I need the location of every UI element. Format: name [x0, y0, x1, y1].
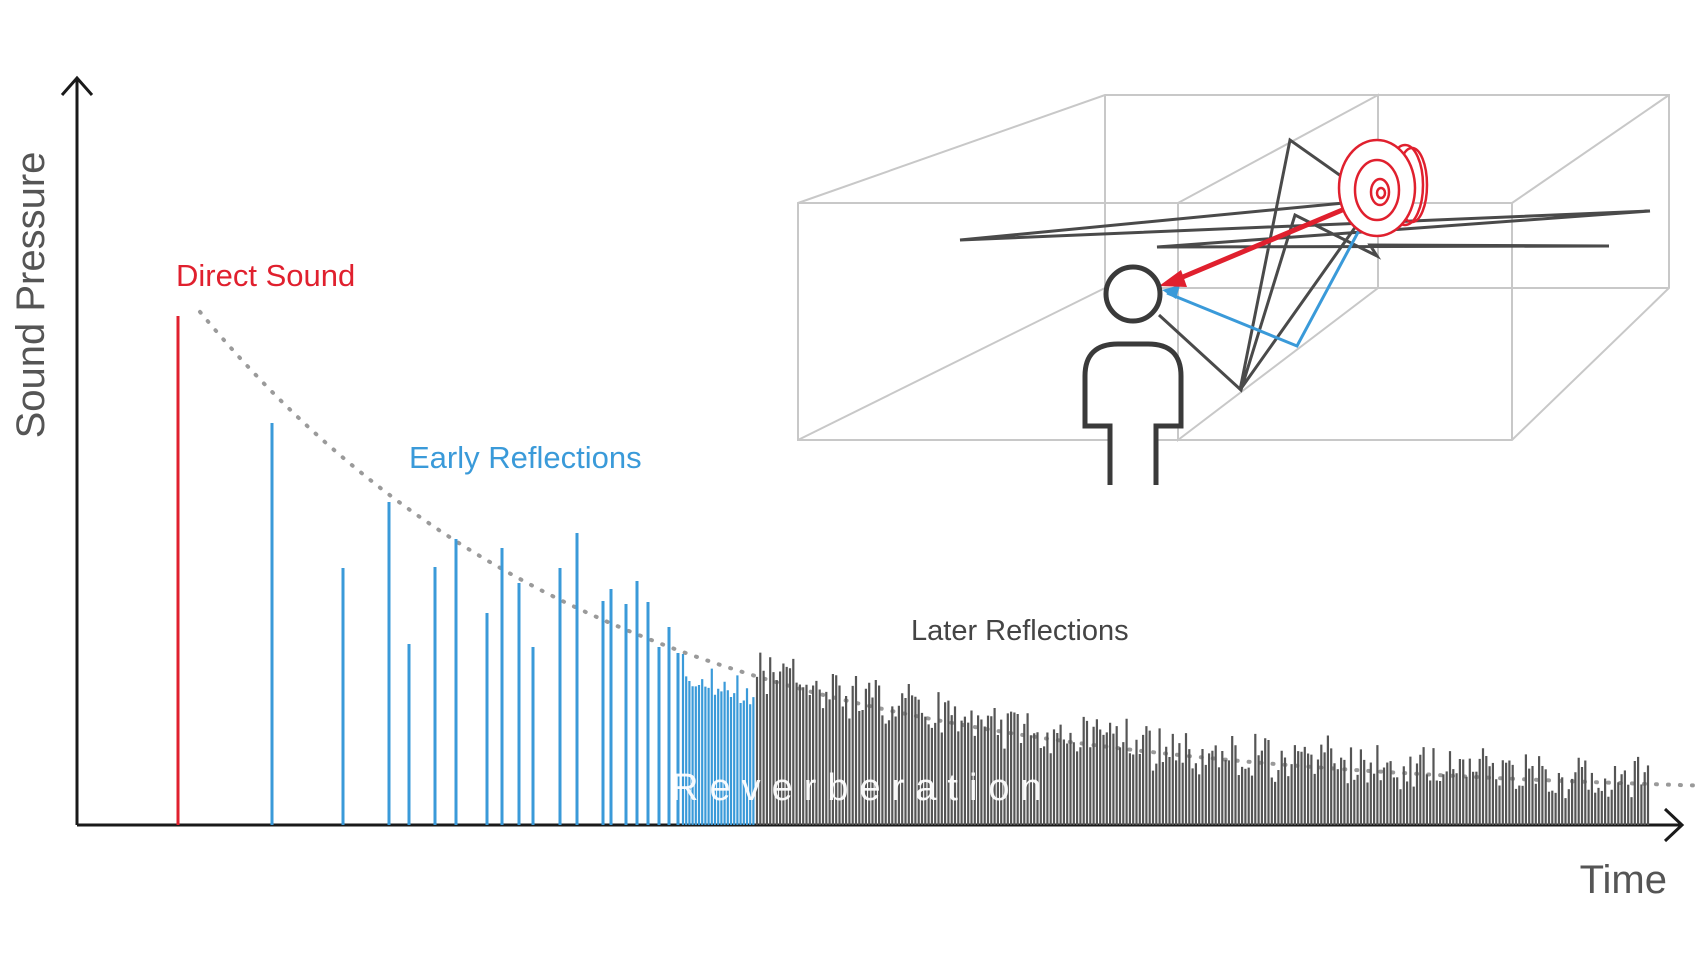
- y-axis-arrowhead: [60, 75, 94, 96]
- late-reflection-path: [959, 137, 1651, 393]
- direct-sound-label: Direct Sound: [176, 258, 355, 293]
- early-reflection-path: [1166, 194, 1380, 348]
- x-axis-arrowhead: [1663, 807, 1685, 843]
- loudspeaker-icon: [1337, 138, 1429, 238]
- y-axis-label: Sound Pressure: [9, 152, 53, 439]
- later-reflections-label: Later Reflections: [911, 615, 1129, 647]
- listener-person-icon: [1082, 264, 1184, 485]
- decay-envelope: [198, 309, 1702, 788]
- x-axis-label: Time: [1580, 858, 1667, 902]
- reverberation-label: Reverberation: [671, 767, 1053, 809]
- early-reflections-bars: [270, 423, 755, 825]
- later-reflections-bars: [755, 652, 1650, 825]
- early-reflections-label: Early Reflections: [409, 440, 642, 475]
- room-illustration: [797, 93, 1670, 485]
- room-wireframe: [797, 93, 1670, 443]
- direct-sound-arrowhead: [1159, 270, 1187, 287]
- early-reflection-arrowhead: [1162, 285, 1180, 299]
